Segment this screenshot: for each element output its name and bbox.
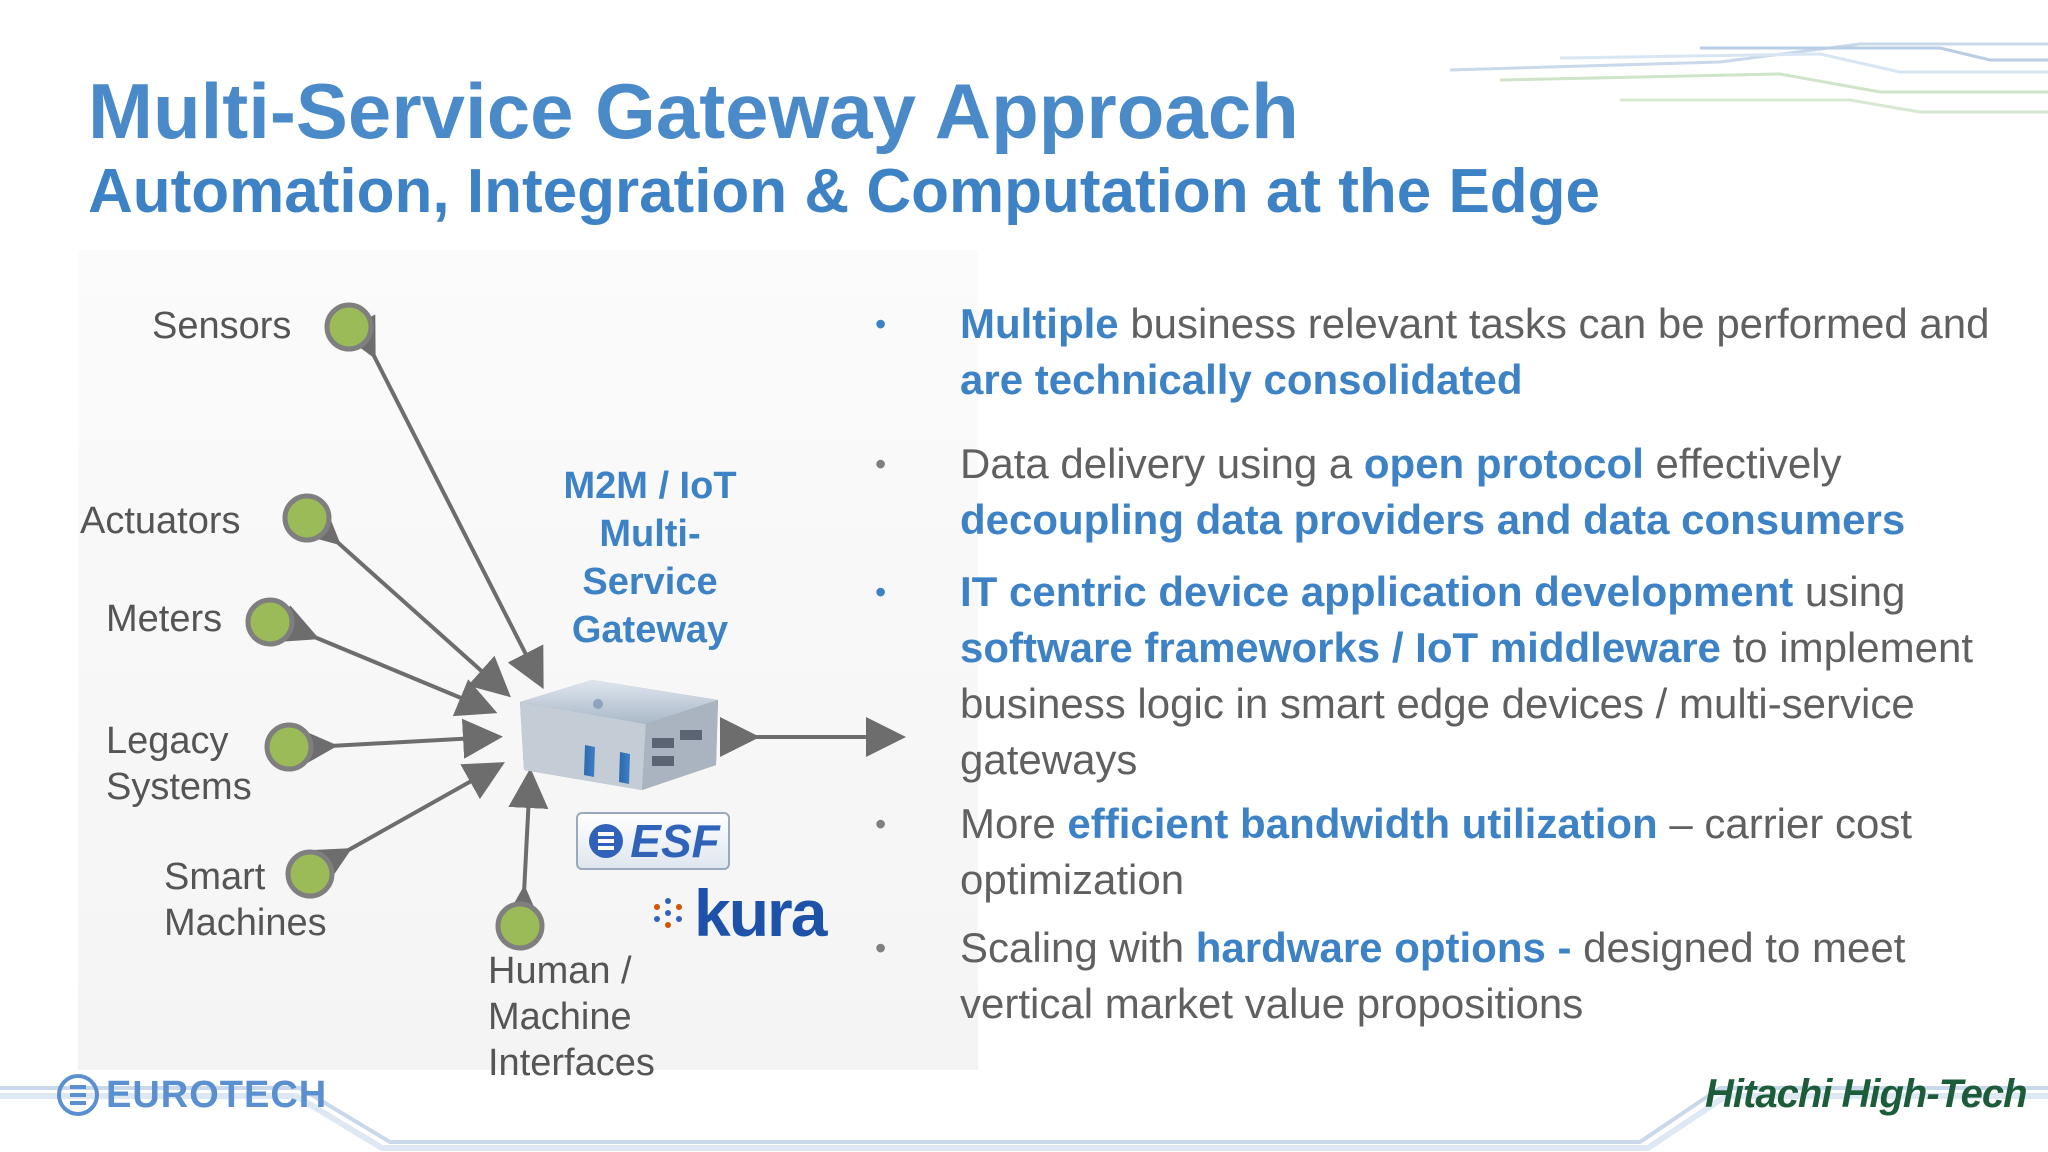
highlight-text: open protocol	[1363, 440, 1644, 487]
bullet-text: Scaling with hardware options - designed…	[960, 920, 2020, 1032]
label-actuators: Actuators	[80, 500, 241, 542]
bullet-text: More efficient bandwidth utilization – c…	[960, 796, 2020, 908]
esf-logo-text: ESF	[630, 815, 720, 867]
bullet-run: to implement business logic in smart edg…	[960, 624, 1974, 783]
hitachi-logo: Hitachi High-Tech	[1705, 1072, 2028, 1116]
bullet-run: using	[1793, 568, 1906, 615]
label-smart-machines: Smart Machines	[164, 856, 327, 944]
decorative-lines	[1449, 42, 2048, 114]
label-legacy-systems: Legacy Systems	[106, 720, 252, 808]
deco-line	[1620, 98, 2048, 114]
bullet-dot-icon: •	[875, 806, 887, 842]
gateway-device	[520, 680, 718, 790]
bullet-run: More	[960, 800, 1068, 847]
arrow-sensors	[339, 314, 544, 690]
bullet-dot-icon: •	[875, 574, 887, 610]
node-meters	[245, 597, 295, 647]
kura-logo-text: kura	[694, 876, 827, 950]
bullet-run: Scaling with	[960, 924, 1196, 971]
kura-logo: kura	[650, 876, 827, 950]
deco-line	[1700, 46, 2048, 62]
kura-dots-icon	[654, 898, 682, 928]
footer-swoosh	[0, 1086, 2048, 1151]
label-meters: Meters	[106, 598, 223, 640]
label-sensors: Sensors	[152, 305, 292, 347]
esf-logo: ESF	[576, 812, 730, 870]
deco-line	[1559, 52, 2048, 74]
arrow-meters	[274, 605, 498, 717]
arrow-legacy	[296, 718, 503, 768]
page-subtitle: Automation, Integration & Computation at…	[88, 157, 1601, 226]
label-human-machine-interfaces: Human / Machine Interfaces	[488, 950, 655, 1084]
bullet-run: Data delivery using a	[960, 440, 1364, 487]
bullet-text: IT centric device application developmen…	[960, 564, 2020, 788]
node-legacy	[264, 722, 314, 772]
bullet-text: Multiple business relevant tasks can be …	[960, 296, 2020, 408]
bullet-dot-icon: •	[875, 446, 887, 482]
node-sensors	[324, 302, 374, 352]
bullet-text: Data delivery using a open protocol effe…	[960, 436, 2020, 548]
node-smart	[285, 849, 335, 899]
eurotech-logo: EUROTECH	[56, 1073, 327, 1117]
bullet-run: – carrier cost optimization	[960, 800, 1913, 903]
highlight-text: software frameworks / IoT middleware	[960, 624, 1721, 671]
gateway-label: M2M / IoT Multi- Service Gateway	[563, 465, 737, 651]
page-title: Multi-Service Gateway Approach	[88, 67, 1299, 155]
arrow-hmi	[502, 768, 549, 926]
bullet-dot-icon: •	[875, 930, 887, 966]
highlight-text: IT centric device application developmen…	[960, 568, 1794, 615]
eurotech-icon	[57, 1074, 99, 1116]
esf-icon	[589, 824, 624, 858]
bullet-run: designed to meet vertical market value p…	[960, 924, 1906, 1027]
bullet-run: business relevant tasks can be performed…	[1118, 300, 1990, 347]
highlight-text: are technically consolidated	[960, 356, 1523, 403]
arrow-smart	[307, 762, 505, 886]
deco-line	[1499, 72, 2048, 94]
bullet-dot-icon: •	[875, 306, 887, 342]
eurotech-logo-text: EUROTECH	[106, 1073, 328, 1116]
highlight-text: decoupling data providers and data consu…	[960, 496, 1906, 543]
highlight-text: efficient bandwidth utilization	[1067, 800, 1658, 847]
node-actuators	[282, 493, 332, 543]
bullet-run: effectively	[1643, 440, 1842, 487]
highlight-text: Multiple	[960, 300, 1119, 347]
node-hmi	[495, 901, 545, 951]
highlight-text: hardware options -	[1195, 924, 1572, 971]
